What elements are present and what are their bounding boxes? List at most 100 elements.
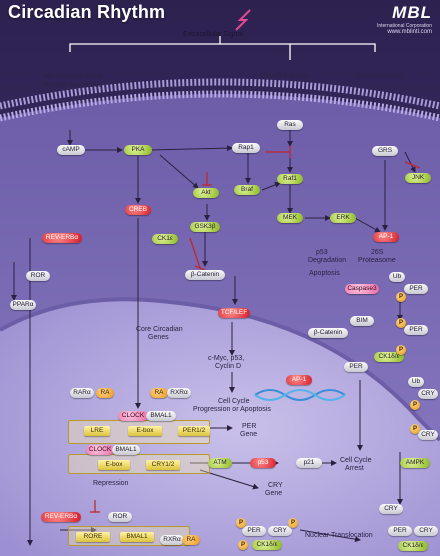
phospho-dot: P — [238, 540, 248, 550]
node-ub-2: Ub — [408, 377, 424, 387]
node-per-bot: PER — [242, 526, 266, 536]
label-cry-gene-1: CRY — [268, 482, 283, 489]
node-mek: MEK — [277, 213, 303, 223]
label-cmyc: c-Myc, p53, — [208, 355, 245, 362]
node-raf1: Raf1 — [277, 174, 303, 184]
node-braf: Braf — [234, 185, 260, 195]
page-title: Circadian Rhythm — [8, 2, 166, 22]
node-bmal1-2: BMAL1 — [112, 445, 140, 455]
label-proteasome: Proteasome — [358, 257, 396, 264]
node-rore: RORE — [76, 532, 110, 542]
node-atm: ATM — [208, 458, 232, 468]
node-akt: Akt — [193, 188, 219, 198]
label-genes: Genes — [148, 334, 169, 341]
label-glucocorticoids: Glucocorticoids — [355, 73, 403, 80]
node-rap1: Rap1 — [232, 143, 260, 153]
node-p21: p21 — [296, 458, 322, 468]
node-ck1de: CK1δ/ε — [374, 352, 404, 362]
phospho-dot: P — [396, 345, 406, 355]
node-rxra: RXRα — [167, 388, 191, 398]
phospho-dot: P — [236, 518, 246, 528]
phospho-dot: P — [396, 318, 406, 328]
label-arrest-1: Cell Cycle — [340, 457, 372, 464]
node-cry-bot: CRY — [379, 504, 403, 514]
node-jnk: JNK — [405, 173, 431, 183]
label-per-gene-2: Gene — [240, 431, 258, 438]
node-lre: LRE — [84, 426, 110, 436]
node-per-mid: PER — [344, 362, 368, 372]
label-degradation: Degradation — [308, 257, 347, 264]
node-bmal1-3: BMAL1 — [120, 532, 154, 542]
label-peptide-hormones: Peptide Hormones — [44, 82, 102, 89]
label-cell-cycle: Cell Cycle — [218, 398, 250, 405]
node-bcatenin-top: β-Catenin — [185, 270, 225, 280]
node-ebox-1: E-box — [128, 426, 162, 436]
label-arrest-2: Arrest — [345, 465, 364, 472]
node-ras: Ras — [277, 120, 303, 130]
node-per-right-1: PER — [404, 325, 428, 335]
mbl-logo: MBL International Corporation www.mblint… — [336, 3, 432, 36]
node-ppara: PPARα — [10, 300, 36, 310]
cry-promoter-box — [68, 454, 210, 474]
label-neurotransmitters: Neuro-transmitters — [44, 73, 102, 80]
node-clock-1: CLOCK — [118, 411, 148, 421]
label-cry-gene-2: Gene — [265, 490, 283, 497]
phospho-dot: P — [288, 518, 298, 528]
node-ebox-2: E-box — [98, 460, 130, 470]
node-rxra-bot: RXRα — [160, 535, 184, 545]
phospho-dot: P — [410, 400, 420, 410]
node-reverba-top: REV-ERBα — [42, 233, 82, 243]
node-per-ub: PER — [404, 284, 428, 294]
phospho-dot: P — [410, 424, 420, 434]
label-nuclear-translocation: Nuclear Translocation — [305, 532, 373, 539]
node-cry-br: CRY — [414, 526, 438, 536]
node-reverba-bot: REV-ERBα — [41, 512, 81, 522]
node-tcf-lef: TCF/LEF — [218, 308, 250, 318]
node-creb: CREB — [125, 205, 151, 215]
node-cry-bot-2: CRY — [268, 526, 292, 536]
label-apoptosis: Apoptosis — [309, 270, 340, 277]
logo-url: www.mblintl.com — [387, 29, 432, 35]
node-ap1-mid: AP-1 — [286, 375, 312, 385]
logo-mark: MBL — [392, 3, 432, 22]
node-ampk: AMPK — [400, 458, 430, 468]
node-bmal1-1: BMAL1 — [146, 411, 176, 421]
label-cyclind: Cyclin D — [215, 363, 242, 370]
node-per-br: PER — [388, 526, 412, 536]
node-ror-bot: ROR — [108, 512, 132, 522]
node-ck1de-br: CK1δ/ε — [398, 541, 428, 551]
label-progression: Progression or Apoptosis — [193, 406, 271, 413]
node-p53: p53 — [250, 458, 276, 468]
node-cry-ub: CRY — [418, 389, 438, 399]
node-camp: cAMP — [57, 145, 85, 155]
node-ck1e-top: CK1ε — [152, 234, 178, 244]
node-bcatenin-mid: β-Catenin — [308, 328, 348, 338]
label-extracellular-signal: Extracellular Signal — [183, 31, 243, 38]
node-ub-1: Ub — [389, 272, 405, 282]
node-pka: PKA — [124, 145, 152, 155]
label-per-gene-1: PER — [242, 423, 257, 430]
logo-subtitle: International Corporation — [376, 23, 432, 29]
node-erk: ERK — [330, 213, 356, 223]
node-per12: PER1/2 — [178, 426, 210, 436]
node-clock-2: CLOCK — [86, 445, 114, 455]
label-growth-factors: Growth Factors — [260, 73, 308, 80]
node-caspase3: Caspase3 — [345, 284, 379, 294]
node-ra-bot: RA — [182, 535, 200, 545]
node-bim: BIM — [350, 316, 374, 326]
node-gsk3b: GSK3β — [190, 222, 220, 232]
node-cry-right: CRY — [418, 430, 438, 440]
node-grs: GRS — [372, 146, 398, 156]
node-ap1-top: AP-1 — [373, 232, 399, 242]
node-ra-1: RA — [96, 388, 114, 398]
node-rara: RARα — [70, 388, 94, 398]
node-ror-top: ROR — [26, 271, 50, 281]
phospho-dot: P — [396, 292, 406, 302]
node-cry12: CRY1/2 — [146, 460, 180, 470]
label-p53: p53 — [316, 249, 328, 256]
label-26s: 26S — [371, 249, 384, 256]
node-ra-2: RA — [150, 388, 168, 398]
label-core-circadian: Core Circadian — [136, 326, 183, 333]
